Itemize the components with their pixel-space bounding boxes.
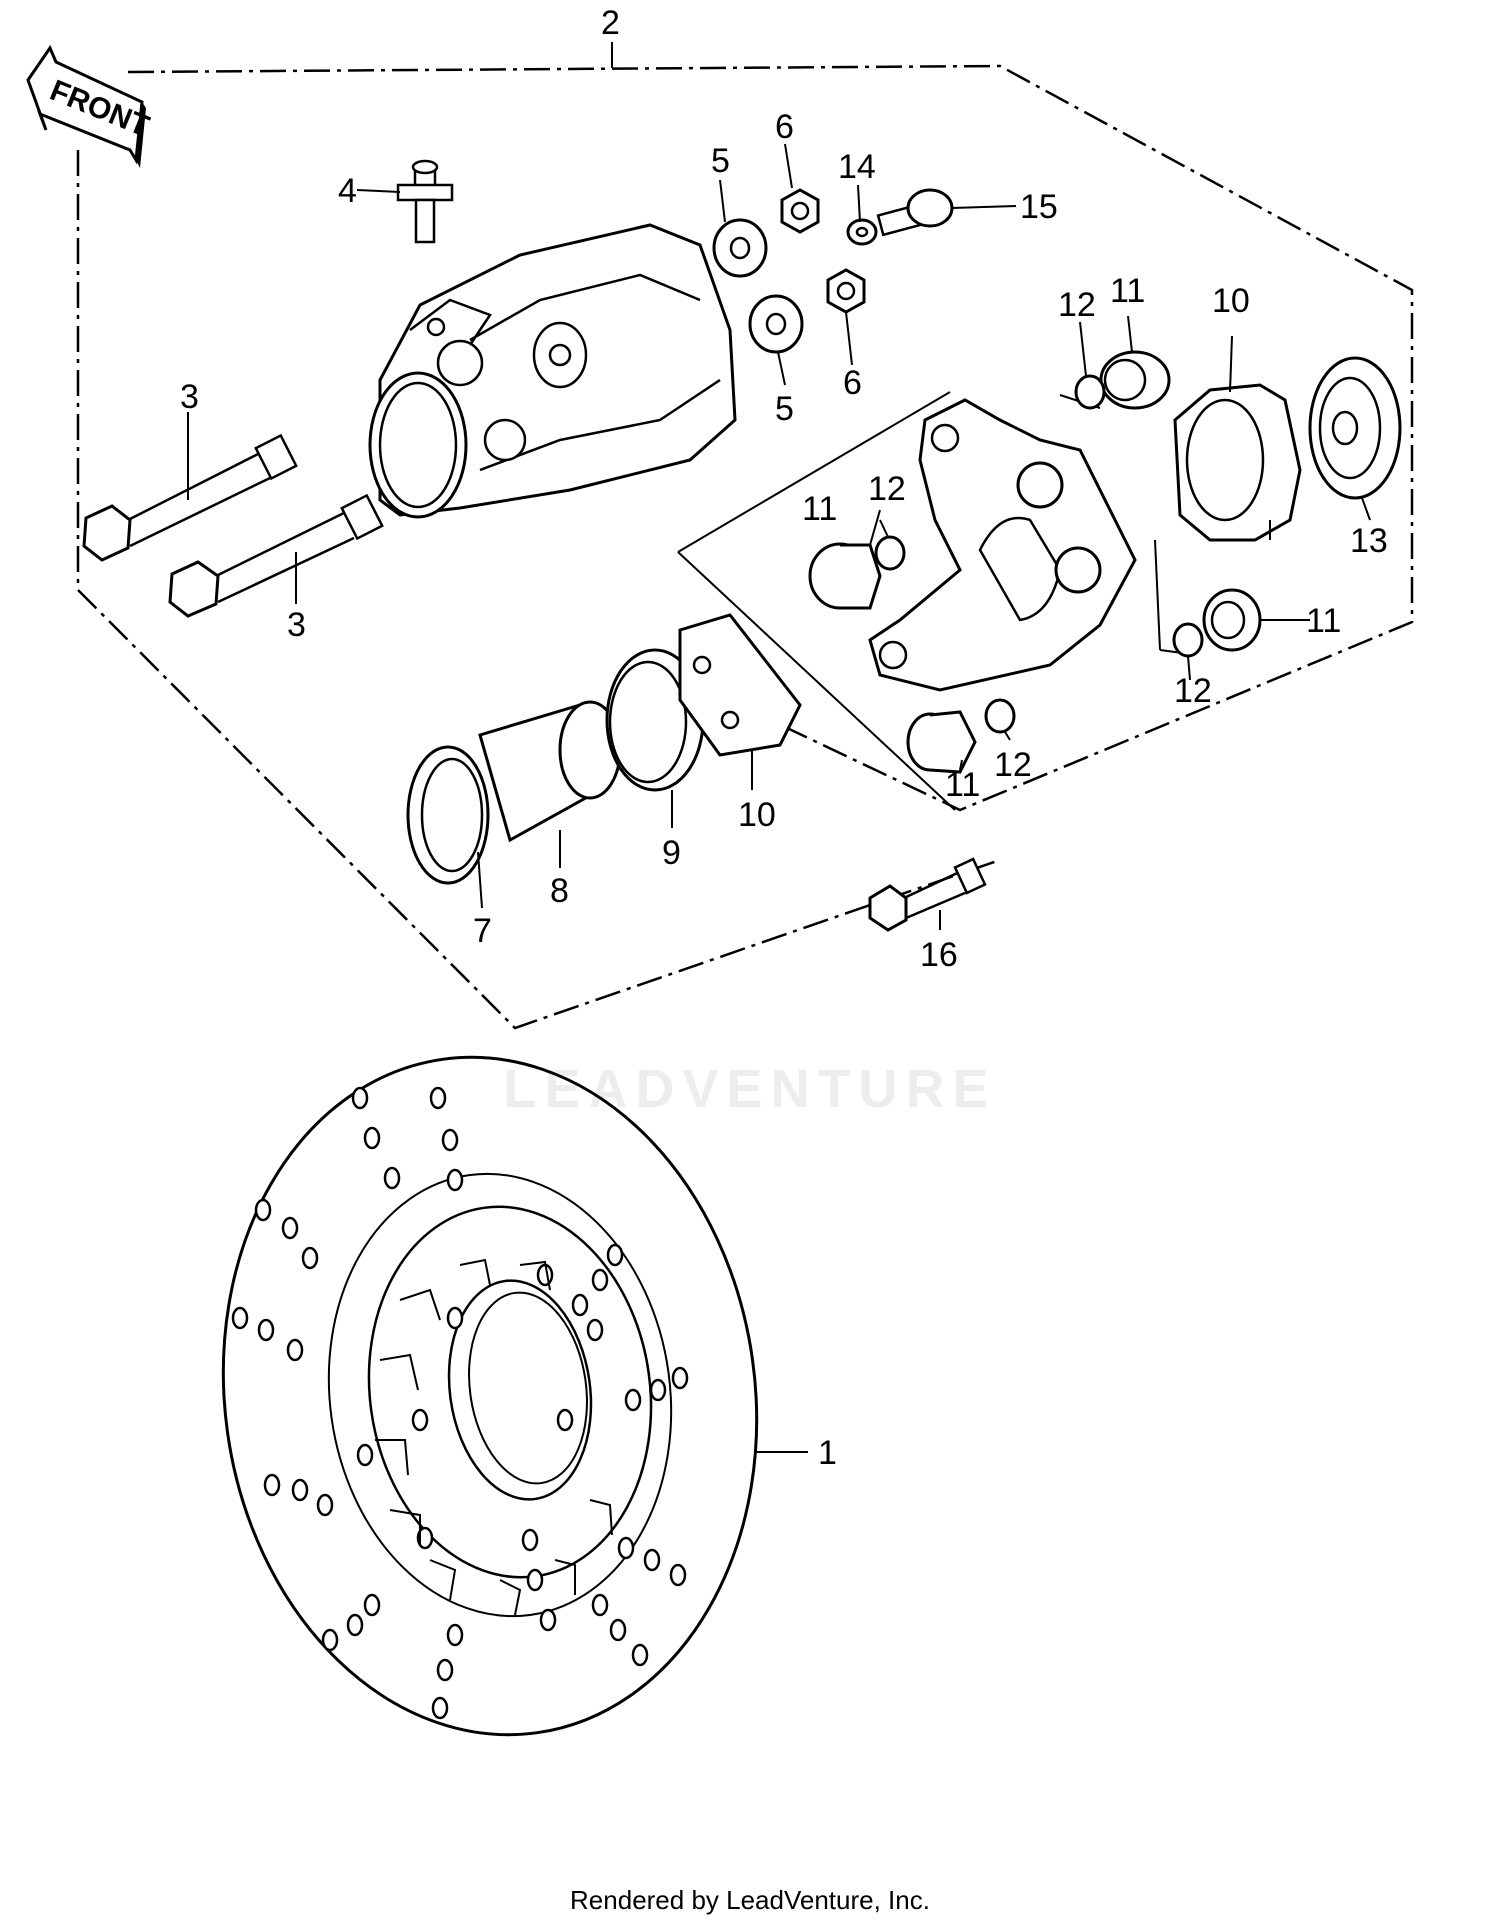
callout-11-lower: 11 xyxy=(945,766,980,804)
callout-15: 15 xyxy=(1020,188,1058,226)
callout-13: 13 xyxy=(1350,522,1388,560)
bolt-lower xyxy=(168,493,384,618)
cap xyxy=(1308,356,1402,500)
flange-bolt xyxy=(868,857,987,932)
callout-labels: 1 2 3 3 4 5 5 6 6 7 8 9 10 10 11 11 11 1… xyxy=(180,4,1388,1472)
callout-10-pad: 10 xyxy=(738,796,776,834)
callout-4: 4 xyxy=(338,172,357,210)
callout-12-top: 12 xyxy=(1058,286,1096,324)
nut-upper xyxy=(780,188,820,234)
oring-right xyxy=(1172,622,1204,658)
nut-lower xyxy=(826,268,866,314)
callout-5-upper: 5 xyxy=(711,142,730,180)
bleeder-valve xyxy=(356,159,454,244)
callout-6-upper: 6 xyxy=(775,108,794,146)
callout-5-lower: 5 xyxy=(775,390,794,428)
assembly-boundary xyxy=(76,42,1414,1030)
callout-2: 2 xyxy=(601,4,620,42)
front-arrow-icon: FRONT xyxy=(26,44,154,168)
callout-16: 16 xyxy=(920,936,958,974)
callout-11-right: 11 xyxy=(1306,602,1341,640)
callout-3-upper: 3 xyxy=(180,378,199,416)
callout-12-right: 12 xyxy=(1174,672,1212,710)
washer-lower xyxy=(748,294,804,354)
bushing-right xyxy=(1202,588,1262,652)
callout-11-left: 11 xyxy=(802,490,837,528)
lock-washer xyxy=(846,218,878,246)
oring-upper-right xyxy=(1074,374,1106,410)
callout-10-outer: 10 xyxy=(1212,282,1250,320)
callout-11-top: 11 xyxy=(1110,272,1145,310)
footer-credit: Rendered by LeadVenture, Inc. xyxy=(570,1885,930,1915)
callout-7: 7 xyxy=(473,912,492,950)
callout-1: 1 xyxy=(818,1434,837,1472)
bushing-upper-right xyxy=(1099,350,1171,410)
brake-pad-outer xyxy=(1173,383,1302,542)
caliper-bracket xyxy=(868,398,1137,692)
watermark: LEADVENTURE xyxy=(503,1059,997,1119)
callout-12-left: 12 xyxy=(868,470,906,508)
washer-upper xyxy=(712,218,768,278)
brake-disc xyxy=(221,1055,808,1737)
piston xyxy=(478,700,622,843)
bolt-upper xyxy=(82,433,298,562)
brake-pad-inner xyxy=(678,613,802,757)
dust-seal xyxy=(406,745,490,885)
oring-lower xyxy=(984,698,1016,734)
screw xyxy=(876,188,1017,237)
oring-left xyxy=(874,535,906,571)
bracket-pins xyxy=(1016,461,1102,594)
callout-14: 14 xyxy=(838,148,876,186)
callout-9: 9 xyxy=(662,834,681,872)
bushing-lower xyxy=(906,710,977,774)
callout-6-lower: 6 xyxy=(843,364,862,402)
bushing-left xyxy=(808,542,882,610)
callout-3-lower: 3 xyxy=(287,606,306,644)
caliper-body xyxy=(368,223,737,519)
callout-8: 8 xyxy=(550,872,569,910)
leader-lines xyxy=(187,143,1371,930)
callout-12-lower: 12 xyxy=(994,746,1032,784)
